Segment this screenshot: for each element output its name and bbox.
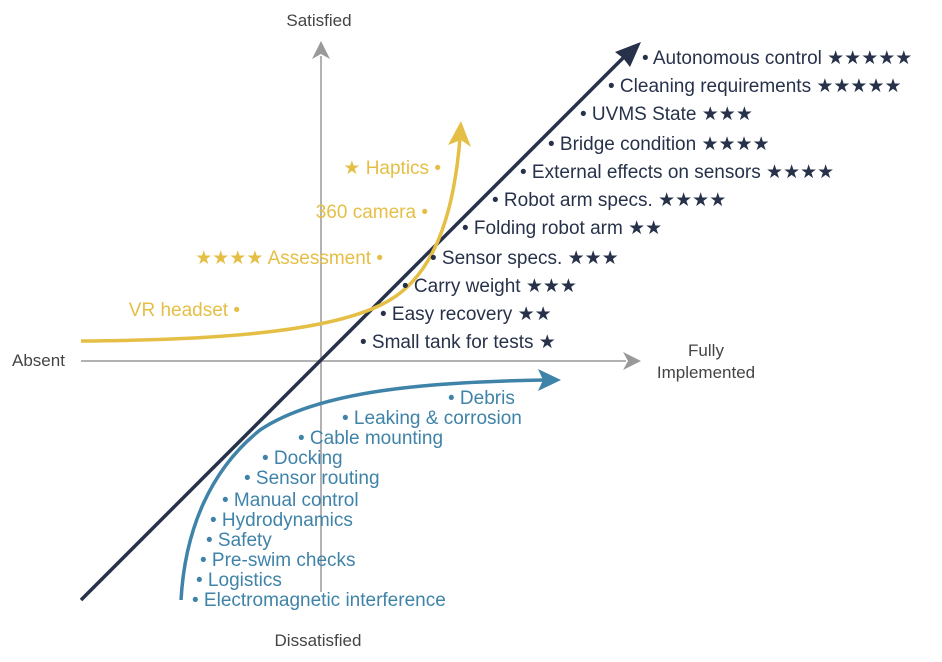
performance-item: • UVMS State ★★★ [580,104,753,125]
must-be-curve [179,378,546,601]
must-be-arrowhead [538,369,561,391]
must-be-item: • Safety [206,530,272,551]
performance-item: • Robot arm specs. ★★★★ [492,190,726,211]
must-be-item: • Logistics [196,570,282,591]
must-be-item: • Debris [448,388,515,409]
must-be-item: • Cable mounting [298,428,443,449]
performance-item: • Small tank for tests ★ [360,332,556,353]
performance-item: • Easy recovery ★★ [380,304,552,325]
attractive-labels: ★ Haptics • 360 camera • ★★★★ Assessment… [129,158,441,321]
performance-item: • Folding robot arm ★★ [462,218,662,239]
must-be-labels: • Debris • Leaking & corrosion • Cable m… [192,388,522,611]
y-axis-arrowhead [312,41,330,59]
attractive-item: VR headset • [129,300,240,321]
must-be-item: • Electromagnetic interference [192,590,446,611]
axis-label-absent: Absent [12,351,65,370]
attractive-item: ★ Haptics • [343,158,441,179]
must-be-item: • Hydrodynamics [210,510,353,531]
performance-item: • Carry weight ★★★ [402,276,577,297]
must-be-item: • Sensor routing [244,468,380,489]
x-axis-arrowhead [623,352,641,370]
attractive-item: ★★★★ Assessment • [195,248,383,269]
performance-labels: • Autonomous control ★★★★★ • Cleaning re… [360,48,912,353]
performance-item: • Cleaning requirements ★★★★★ [608,76,902,97]
must-be-item: • Manual control [222,490,359,511]
performance-item: • External effects on sensors ★★★★ [520,162,834,183]
must-be-item: • Docking [262,448,343,469]
axis-label-fully: Fully [688,341,724,360]
must-be-item: • Pre-swim checks [200,550,356,571]
axis-label-satisfied: Satisfied [286,11,351,30]
performance-item: • Autonomous control ★★★★★ [642,48,912,69]
performance-arrowhead [615,42,641,67]
performance-line [79,53,628,602]
attractive-curve [80,137,462,343]
performance-item: • Sensor specs. ★★★ [430,248,619,269]
performance-item: • Bridge condition ★★★★ [548,134,770,155]
axis-label-implemented: Implemented [657,363,755,382]
axis-label-dissatisfied: Dissatisfied [275,631,362,650]
attractive-item: 360 camera • [316,202,428,223]
must-be-item: • Leaking & corrosion [342,408,522,429]
attractive-arrowhead [448,121,471,147]
